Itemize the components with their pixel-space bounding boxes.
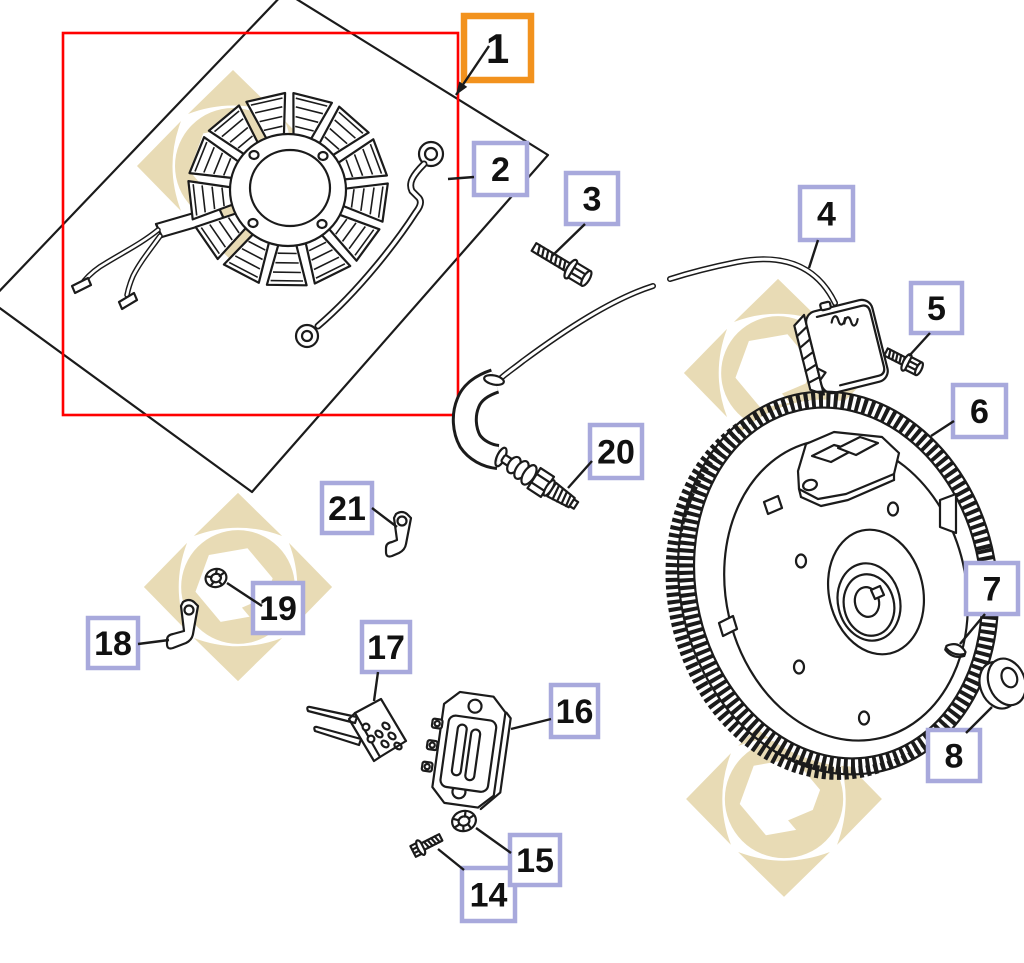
- part-stator: [70, 91, 389, 311]
- part-spacer: [978, 657, 1024, 710]
- label-box[interactable]: [908, 280, 965, 336]
- part-spark-plug: [500, 454, 580, 510]
- label-number: 19: [259, 590, 297, 628]
- label-box-highlighted[interactable]: [460, 12, 535, 84]
- leader-line-14: [437, 848, 465, 871]
- leader-line-17: [372, 671, 380, 702]
- leader-line-6: [930, 419, 955, 438]
- spark-plug-wire: [451, 256, 838, 470]
- flywheel-magnet-block: [796, 430, 901, 508]
- regulator-terminals: [420, 717, 444, 773]
- part-nut: [204, 567, 228, 589]
- label-box[interactable]: [250, 580, 306, 636]
- label-box[interactable]: [563, 170, 621, 227]
- leader-line-15: [475, 827, 512, 854]
- part-label-20[interactable]: 20: [587, 422, 645, 481]
- label-box[interactable]: [963, 560, 1021, 617]
- label-number: 4: [817, 196, 836, 234]
- part-ignition-coil: [793, 298, 889, 396]
- part-clamp-upper: [384, 510, 413, 558]
- label-number: 21: [328, 490, 366, 528]
- leader-line-21: [371, 507, 398, 528]
- label-box[interactable]: [359, 619, 413, 675]
- leader-line-16: [510, 717, 552, 731]
- label-number: 17: [367, 629, 405, 667]
- label-number: 3: [583, 181, 602, 219]
- part-label-18[interactable]: 18: [85, 615, 141, 671]
- leader-arrowhead: [456, 81, 468, 95]
- leader-line-2: [447, 175, 475, 181]
- label-box[interactable]: [471, 140, 530, 198]
- part-label-19[interactable]: 19: [250, 580, 306, 636]
- part-coil-bolt: [883, 347, 924, 377]
- leader-line-7: [959, 613, 986, 645]
- leader-line-8: [965, 706, 993, 734]
- part-label-2[interactable]: 2: [471, 140, 530, 198]
- label-box[interactable]: [587, 422, 645, 481]
- label-number: 14: [470, 877, 508, 915]
- label-number: 16: [556, 693, 594, 731]
- part-label-5[interactable]: 5: [908, 280, 965, 336]
- wire-terminal: [117, 291, 139, 311]
- leader-line-3: [551, 223, 586, 257]
- part-label-21[interactable]: 21: [319, 480, 375, 536]
- label-number: 18: [94, 625, 132, 663]
- label-box[interactable]: [459, 865, 518, 924]
- wire-terminal: [70, 276, 93, 295]
- part-label-15[interactable]: 15: [507, 832, 563, 888]
- label-number: 15: [516, 842, 554, 880]
- selection-rectangle: [61, 31, 460, 417]
- label-number: 20: [597, 434, 635, 472]
- rim-tab: [938, 492, 958, 535]
- part-label-1[interactable]: 1: [460, 12, 535, 84]
- part-label-14[interactable]: 14: [459, 865, 518, 924]
- label-number: 7: [983, 571, 1002, 609]
- label-box[interactable]: [507, 832, 563, 888]
- leader-line-18: [137, 638, 170, 646]
- part-regulator: [420, 690, 512, 811]
- leader-line-20: [567, 460, 593, 489]
- part-lock-washer: [451, 809, 477, 833]
- sheet-diamond-outline: [0, 0, 550, 494]
- stator-leads: [70, 204, 226, 311]
- part-label-16[interactable]: 16: [548, 682, 601, 740]
- label-box[interactable]: [797, 184, 856, 243]
- label-number: 8: [945, 738, 964, 776]
- label-number: 2: [491, 151, 510, 189]
- part-bolt: [530, 242, 593, 287]
- stator-pole: [265, 242, 308, 287]
- leader-layer: [137, 45, 993, 871]
- part-screw: [409, 833, 444, 858]
- leader-line-4: [807, 239, 820, 269]
- part-label-4[interactable]: 4: [797, 184, 856, 243]
- part-label-8[interactable]: 8: [925, 727, 983, 784]
- part-label-3[interactable]: 3: [563, 170, 621, 227]
- leader-line-5: [908, 332, 931, 357]
- label-number: 5: [927, 290, 946, 328]
- part-connector: [306, 697, 408, 763]
- part-clamp: [165, 598, 200, 650]
- leader-line-19: [226, 581, 263, 608]
- part-label-6[interactable]: 6: [950, 382, 1009, 440]
- part-label-7[interactable]: 7: [963, 560, 1021, 617]
- label-box[interactable]: [548, 682, 601, 740]
- part-woodruff-key: [944, 643, 967, 658]
- label-number: 6: [970, 393, 989, 431]
- keyway-notch: [869, 584, 886, 601]
- label-box[interactable]: [925, 727, 983, 784]
- label-number: 1: [486, 25, 509, 72]
- label-box[interactable]: [950, 382, 1009, 440]
- part-flywheel: [665, 390, 1000, 780]
- part-label-17[interactable]: 17: [359, 619, 413, 675]
- part-brace-wire: [294, 140, 445, 349]
